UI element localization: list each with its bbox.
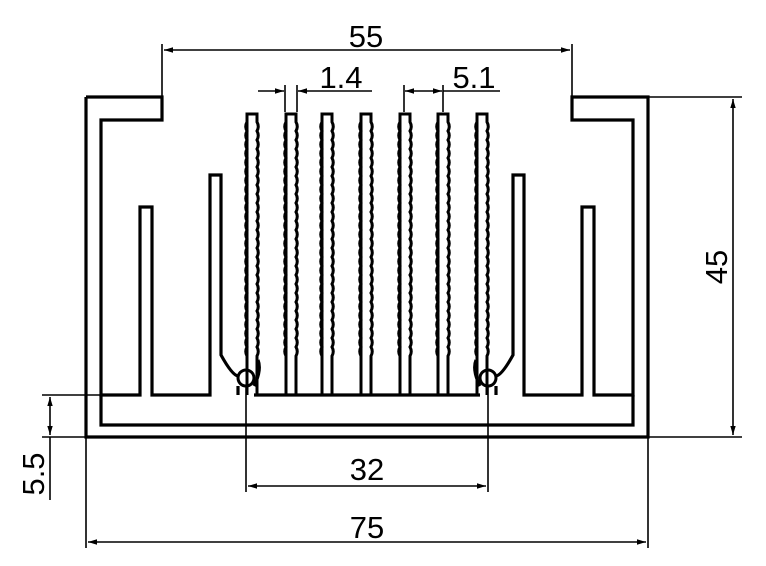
groove-edge-right <box>473 359 498 395</box>
fin-serration-7 <box>474 121 479 357</box>
fin-serration-4 <box>358 121 363 357</box>
dim-label-fin-thickness: 1.4 <box>319 60 362 95</box>
dim-label-top-width: 55 <box>349 19 383 54</box>
dim-label-fin-pitch: 5.1 <box>452 60 495 95</box>
fin-1 <box>245 112 260 395</box>
fin-serration-5 <box>397 121 402 357</box>
dim-label-groove-span: 32 <box>350 452 384 487</box>
dim-label-overall-width: 75 <box>350 510 384 545</box>
fin-serration-1 <box>244 121 249 357</box>
outer-outline <box>84 95 650 439</box>
fin-serration-6 <box>435 121 440 357</box>
fin-6 <box>436 112 451 395</box>
fin-2 <box>284 112 299 395</box>
groove-edge-left <box>236 359 261 395</box>
heatsink-profile <box>84 95 650 439</box>
fin-7 <box>475 112 490 395</box>
fin-3 <box>320 112 335 395</box>
fin-5 <box>398 112 413 395</box>
serrated-fins <box>244 112 490 395</box>
base-top-line <box>99 395 635 427</box>
dimension-lines <box>42 44 742 548</box>
fin-serration-2 <box>283 121 288 357</box>
fin-4 <box>359 112 374 395</box>
dim-label-base-thickness: 5.5 <box>16 452 51 495</box>
dim-label-height: 45 <box>699 250 734 284</box>
fin-serration-3 <box>319 121 324 357</box>
